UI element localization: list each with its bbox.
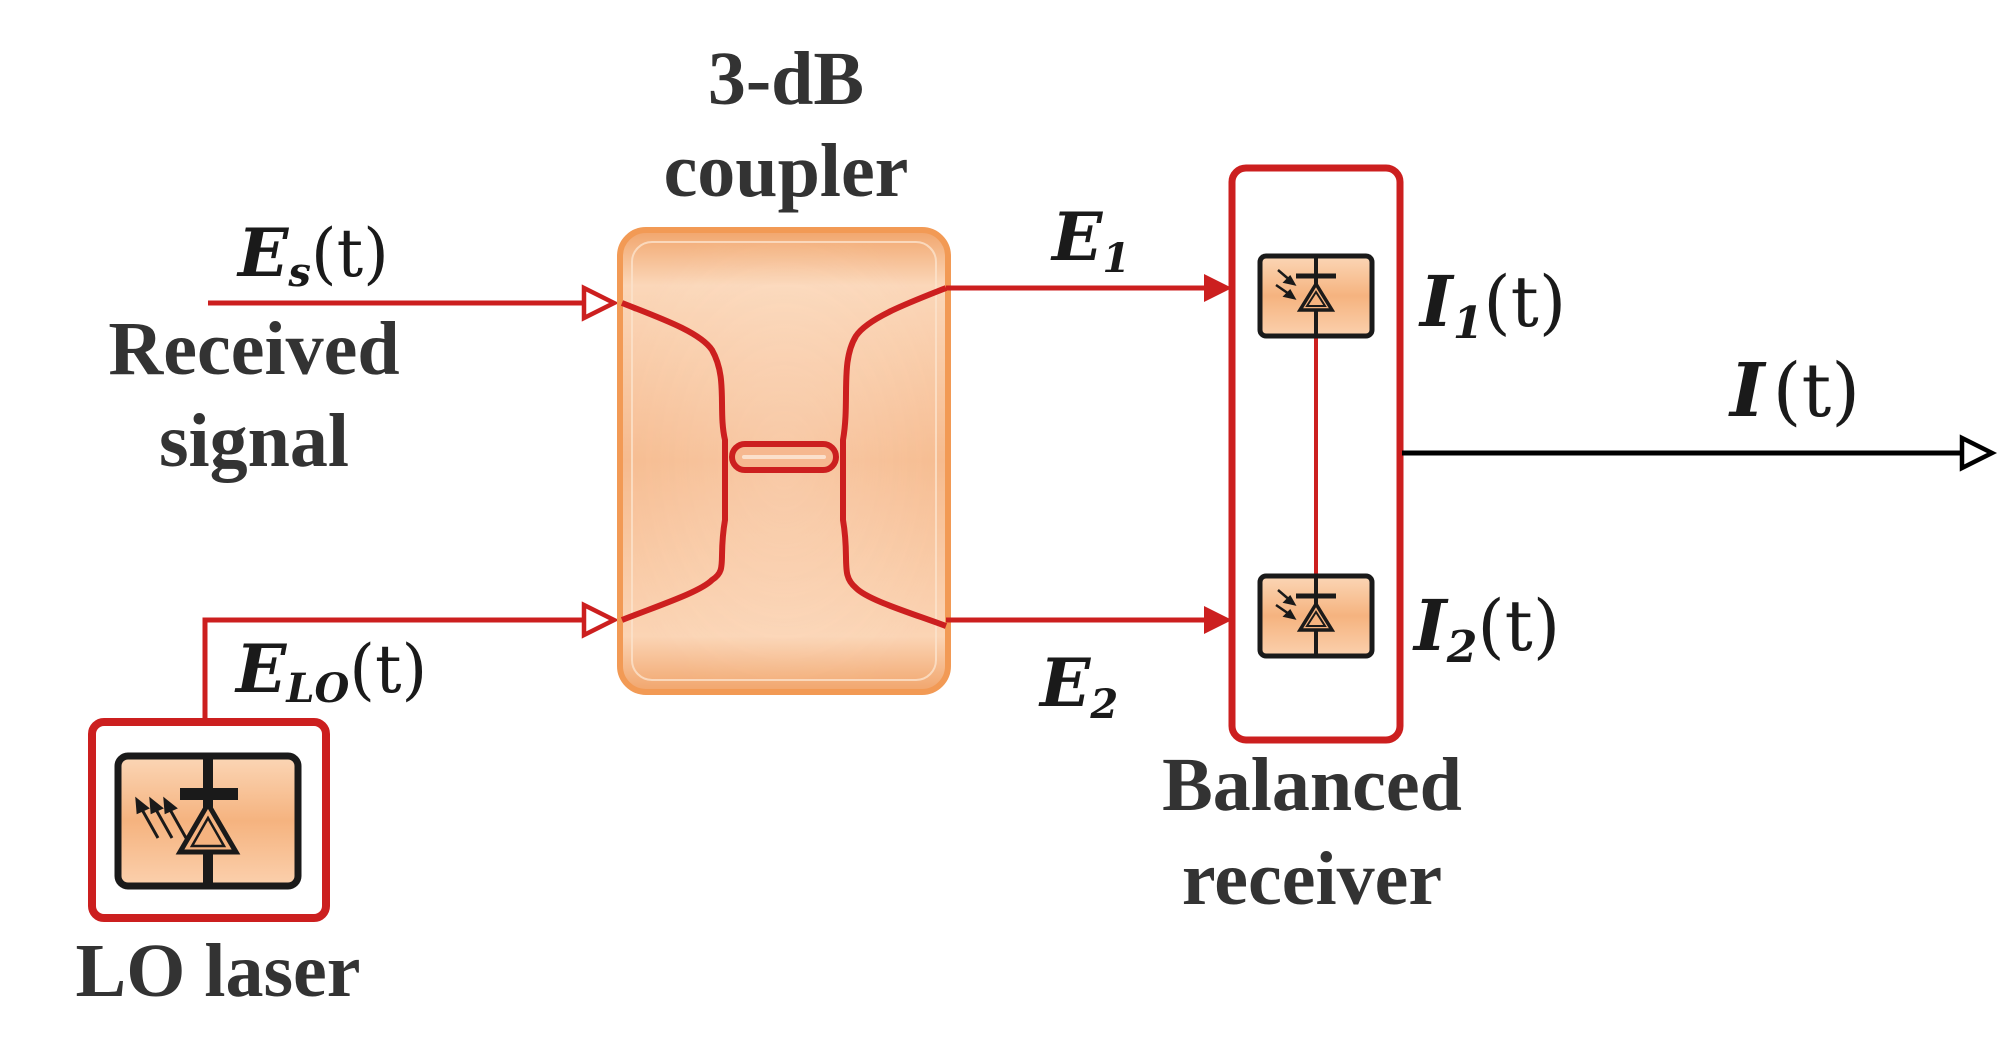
coupler-box bbox=[617, 227, 951, 695]
e1-line bbox=[946, 274, 1232, 302]
arrowhead-open-icon bbox=[581, 601, 620, 639]
arrowhead-open-icon bbox=[1959, 434, 1998, 472]
math-es: Es(t) bbox=[236, 214, 389, 296]
coupler-waveguide-bottom bbox=[840, 285, 948, 629]
arrowhead-filled-icon bbox=[1204, 606, 1232, 634]
light-rays-icon bbox=[1275, 589, 1297, 620]
math-i2: I2(t) bbox=[1412, 584, 1560, 673]
photodiode-2 bbox=[1257, 573, 1375, 659]
output-current-line bbox=[1402, 434, 1998, 472]
coupler-waveguide-top bbox=[620, 300, 728, 623]
math-e1: E1 bbox=[1050, 198, 1130, 282]
received-signal-label-line1: Received bbox=[108, 307, 399, 391]
math-e2: E2 bbox=[1038, 644, 1118, 728]
arrowhead-filled-icon bbox=[1204, 274, 1232, 302]
lo-signal-line bbox=[202, 601, 620, 722]
photodiode-1 bbox=[1257, 253, 1375, 339]
math-i1: I1(t) bbox=[1418, 260, 1566, 349]
lo-laser bbox=[88, 718, 330, 922]
emission-rays-icon bbox=[135, 796, 188, 839]
math-elo: ELO(t) bbox=[234, 630, 427, 712]
math-it: I(t) bbox=[1728, 348, 1860, 434]
e2-line bbox=[946, 606, 1232, 634]
lo-laser-label: LO laser bbox=[76, 929, 361, 1013]
coupler-label-line1: 3-dB bbox=[708, 37, 864, 121]
received-signal-line bbox=[208, 284, 620, 322]
received-signal-label-line2: signal bbox=[159, 399, 349, 483]
balanced-receiver-label-line1: Balanced bbox=[1162, 743, 1462, 827]
balanced-receiver bbox=[1228, 164, 1404, 744]
light-rays-icon bbox=[1275, 269, 1297, 300]
coupler-label-line2: coupler bbox=[664, 129, 909, 213]
arrowhead-open-icon bbox=[581, 284, 620, 322]
balanced-receiver-label-line2: receiver bbox=[1182, 837, 1442, 921]
